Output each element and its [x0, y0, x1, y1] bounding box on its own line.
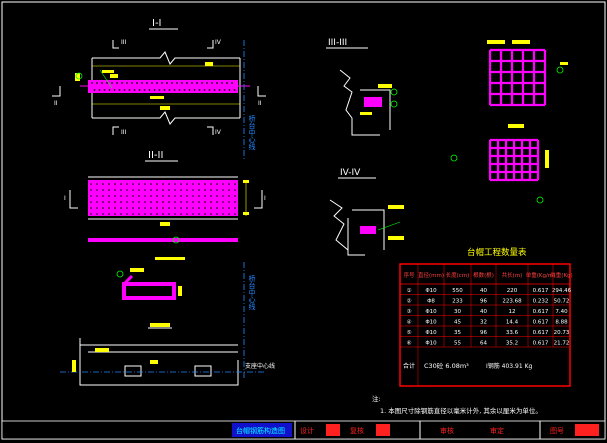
- table-cell: ⑤: [407, 330, 412, 336]
- note-text: 1. 本图尺寸除钢筋直径以毫米计外, 其余以厘米为单位。: [380, 406, 542, 415]
- table-header-cell: 序号: [403, 271, 415, 279]
- table-cell: 33.6: [506, 330, 519, 336]
- marker-i-left: I: [64, 195, 66, 202]
- table-cell: 40: [480, 309, 487, 315]
- table-body: 序号直径(mm)长度(cm)根数(根) 共长(m)单重(Kg/m)共重(Kg) ① Φ…: [400, 264, 573, 386]
- view-section-3: III-III: [326, 38, 398, 136]
- tb-approve: 审定: [490, 426, 504, 435]
- view-section-4: IV-IV: [329, 168, 404, 256]
- marker-ii-right: II: [258, 100, 262, 107]
- table-cell: 45: [454, 320, 461, 326]
- table-header-cell: 长度(cm): [446, 271, 470, 279]
- table-cell: 96: [480, 330, 487, 336]
- tb-design: 设计: [300, 426, 314, 435]
- marker-ii-left: II: [54, 100, 58, 107]
- table-cell: ①: [407, 288, 412, 294]
- view-title-2: II-II: [148, 150, 163, 161]
- table-cell: 7.40: [555, 309, 568, 315]
- table-cell: 35: [454, 330, 461, 336]
- table-cell: 0.232: [533, 299, 549, 305]
- note-title: 注:: [372, 394, 381, 403]
- table-header-cell: 共重(Kg): [550, 271, 572, 279]
- drawing-name-cell: [232, 423, 292, 437]
- mesh-grid-bottom: [488, 138, 540, 182]
- table-cell: 30: [454, 309, 461, 315]
- centerline-label-2: 桥台中心线: [248, 274, 256, 310]
- table-cell: 35.2: [506, 341, 518, 347]
- tb-drawing-no: 图号: [550, 427, 564, 435]
- title-block: 台帽钢筋构造图 设计 复核 审核 审定 图号: [1, 420, 606, 440]
- support-centerline-label: 支座中心线: [245, 362, 275, 370]
- table-cell: 12: [509, 309, 516, 315]
- table-cell: ③: [407, 309, 412, 315]
- view-section-1: I-I III IV III IV II II: [52, 18, 266, 136]
- main-bar-detail: [88, 238, 238, 242]
- table-cell: ④: [407, 320, 412, 326]
- cap-outline-top: [92, 51, 240, 65]
- table-cell: 8.88: [555, 320, 568, 326]
- table-cell: 233: [452, 299, 463, 305]
- stirrup-detail: [122, 282, 176, 300]
- table-cell: ②: [407, 298, 412, 305]
- table-header-cell: 单重(Kg/m): [526, 271, 556, 279]
- table-cell: 0.617: [533, 320, 549, 326]
- mesh-grid-top: [488, 48, 547, 107]
- table-cell: 32: [480, 320, 487, 326]
- marker-iii-top: III: [121, 39, 127, 46]
- table-cell: 14.4: [506, 320, 519, 326]
- table-cell: Φ8: [427, 299, 435, 305]
- bar-schedule: 台帽工程数量表 序号直径(mm)长度(cm)根数(根) 共长(m)单重(Kg/m)…: [399, 247, 573, 387]
- plan-view: 支座中心线: [60, 323, 275, 386]
- table-cell: 21.72: [554, 341, 570, 347]
- table-cell: ⑥: [407, 341, 412, 347]
- table-cell: 20.73: [554, 330, 570, 336]
- table-cell: 0.617: [533, 330, 549, 336]
- table-cell: Φ10: [425, 309, 437, 315]
- table-cell: 55: [454, 341, 461, 347]
- table-cell: Φ10: [425, 341, 437, 347]
- table-total-label: 合计: [403, 362, 415, 370]
- table-cell: 220: [507, 288, 518, 294]
- marker-iii-bottom: III: [121, 129, 127, 136]
- rebar-section-4: [360, 226, 376, 234]
- mesh-detail: [450, 40, 568, 204]
- rebar-dots-1: [91, 82, 236, 91]
- table-steel-total: Ⅰ钢筋 403.91 Kg: [486, 362, 533, 370]
- table-cell: 294.46: [552, 288, 572, 294]
- view-section-2: II-II I I: [64, 150, 266, 300]
- rebar-mesh-2: [88, 180, 238, 216]
- table-cell: 96: [480, 299, 487, 305]
- centerline-label-1: 桥台中心线: [248, 114, 256, 150]
- drawing-name: 台帽钢筋构造图: [236, 426, 285, 435]
- table-cell: 0.617: [533, 288, 549, 294]
- rebar-grid-2: [90, 183, 236, 215]
- table-cell: Φ10: [425, 288, 437, 294]
- table-cell: Φ10: [425, 320, 437, 326]
- marker-iv-bottom: IV: [215, 129, 222, 136]
- table-cell: 550: [452, 288, 463, 294]
- table-title: 台帽工程数量表: [467, 247, 527, 258]
- cap-outline-bottom: [92, 111, 240, 125]
- tb-check: 审核: [440, 426, 454, 435]
- view-title-4: IV-IV: [340, 168, 361, 178]
- table-header-cell: 直径(mm): [418, 271, 444, 279]
- tb-review: 复核: [350, 426, 364, 435]
- rebar-section-3: [364, 97, 382, 107]
- table-concrete: C30砼 6.08m³: [424, 361, 469, 370]
- table-cell: 64: [480, 341, 487, 347]
- table-cell: 223.68: [502, 299, 522, 305]
- table-header-cell: 共长(m): [502, 271, 523, 279]
- table-cell: 0.617: [533, 309, 549, 315]
- marker-i-right: I: [264, 195, 266, 202]
- table-frame: [399, 263, 571, 387]
- view-title-1: I-I: [152, 18, 162, 29]
- table-cell: Φ10: [425, 330, 437, 336]
- table-cell: 40: [480, 288, 487, 294]
- table-header-cell: 根数(根): [473, 271, 494, 279]
- view-title-3: III-III: [328, 38, 347, 48]
- table-cell: 50.72: [554, 299, 570, 305]
- marker-iv-top: IV: [215, 39, 222, 46]
- table-cell: 0.617: [533, 341, 549, 347]
